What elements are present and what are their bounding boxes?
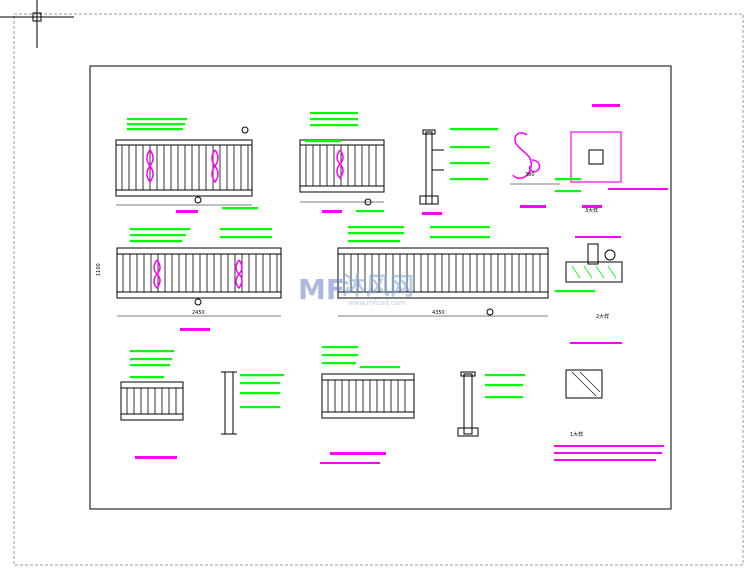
base-plate-plan: [570, 104, 668, 208]
note-leader: [127, 123, 185, 126]
note-leader: [450, 178, 488, 181]
note-leader: [310, 118, 358, 121]
note-leader: [130, 376, 164, 379]
note-leader: [430, 236, 490, 239]
note-leader: [555, 290, 595, 293]
svg-text:3大样: 3大样: [585, 207, 598, 214]
svg-text:1100: 1100: [96, 263, 102, 276]
note-leader: [220, 236, 272, 239]
note-leader: [450, 146, 490, 149]
railing-elevation-4: [320, 373, 415, 464]
sheet-frame: [89, 65, 672, 510]
post-section: [419, 129, 444, 215]
railing-elevation-large-right: 4350: [337, 247, 549, 317]
note-leader: [240, 392, 280, 395]
note-leader: [130, 228, 190, 231]
note-leader: [485, 384, 523, 387]
note-leader: [356, 210, 384, 213]
svg-text:www.mfcad.com: www.mfcad.com: [348, 299, 406, 307]
post-side-view: [221, 371, 237, 435]
note-leader: [360, 366, 400, 369]
svg-text:380: 380: [525, 172, 535, 178]
note-leader: [348, 240, 400, 243]
note-leader: [348, 232, 404, 235]
note-leader: [240, 382, 280, 385]
detail-section-2: 2大样: [565, 236, 623, 320]
note-leader: [485, 374, 525, 377]
note-leader: [220, 228, 272, 231]
note-leader: [322, 362, 356, 365]
watermark: MF 沐风网 www.mfcad.com: [298, 272, 414, 307]
railing-elevation-2: [299, 139, 385, 213]
note-leader: [485, 396, 523, 399]
post-detail-lower: [457, 371, 479, 437]
note-leader: [430, 226, 490, 229]
note-leader: [305, 140, 341, 143]
note-leader: [450, 128, 498, 131]
note-leader: [322, 346, 358, 349]
note-leader: [555, 178, 581, 181]
svg-text:1大样: 1大样: [570, 431, 583, 438]
detail-section-1: 1大样: [554, 342, 664, 461]
note-leader: [127, 128, 183, 131]
note-leader: [130, 358, 172, 361]
note-leader: [240, 406, 280, 409]
svg-text:MF: MF: [298, 273, 345, 306]
note-leader: [240, 374, 284, 377]
scroll-ornament: [510, 132, 560, 208]
svg-text:2450: 2450: [192, 310, 205, 316]
railing-elevation-3: [120, 381, 184, 459]
note-leader: [310, 124, 358, 127]
svg-text:4350: 4350: [432, 310, 445, 316]
note-leader: [450, 162, 490, 165]
note-leader: [348, 226, 404, 229]
note-leader: [130, 350, 174, 353]
svg-text:2大样: 2大样: [596, 313, 609, 320]
note-leader: [127, 118, 187, 121]
note-leader: [322, 354, 358, 357]
crosshair-icon: [0, 0, 74, 48]
railing-elevation-large-left: 2450: [116, 247, 282, 331]
annotation-notes: [127, 112, 595, 409]
note-leader: [310, 112, 358, 115]
note-leader: [555, 190, 581, 193]
svg-text:沐风网: 沐风网: [342, 272, 414, 300]
note-leader: [222, 207, 258, 210]
note-leader: [130, 364, 170, 367]
note-leader: [130, 234, 186, 237]
railing-elevation-1: [115, 126, 253, 213]
note-leader: [130, 240, 182, 243]
